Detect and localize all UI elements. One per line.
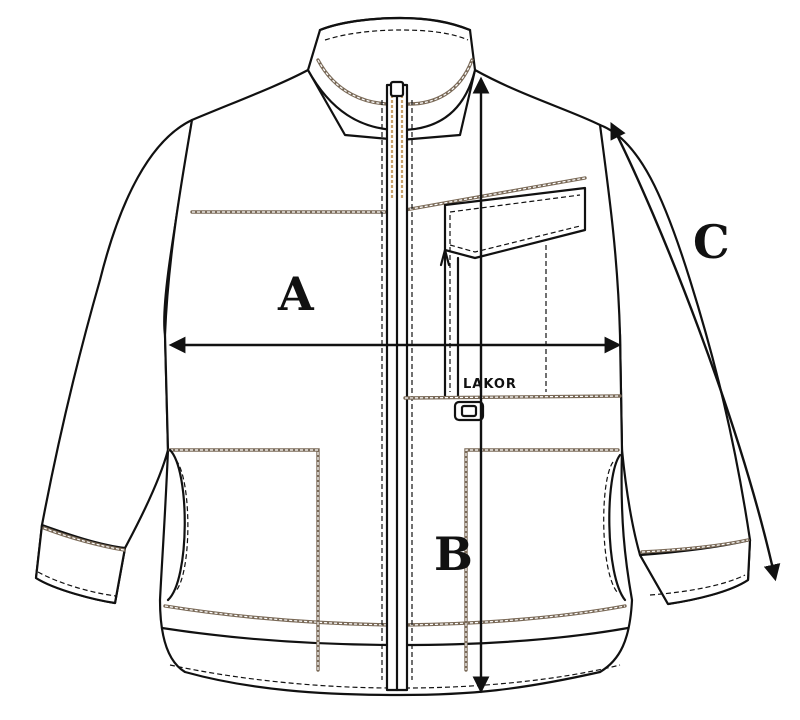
measurement-c: C xyxy=(610,122,781,582)
measurement-b-label: B xyxy=(434,527,473,581)
measurement-a: A xyxy=(168,267,622,354)
brand-label: LAKOR xyxy=(463,377,517,392)
measurement-b: B xyxy=(434,76,490,694)
left-lower-pocket xyxy=(166,448,320,672)
zipper-pull-icon xyxy=(389,80,405,98)
measurement-c-label: C xyxy=(693,215,730,269)
measurement-c-arrow xyxy=(610,122,781,582)
front-zipper xyxy=(381,80,413,692)
collar xyxy=(306,16,477,132)
left-sleeve xyxy=(34,118,194,605)
measurement-a-label: A xyxy=(277,267,315,321)
